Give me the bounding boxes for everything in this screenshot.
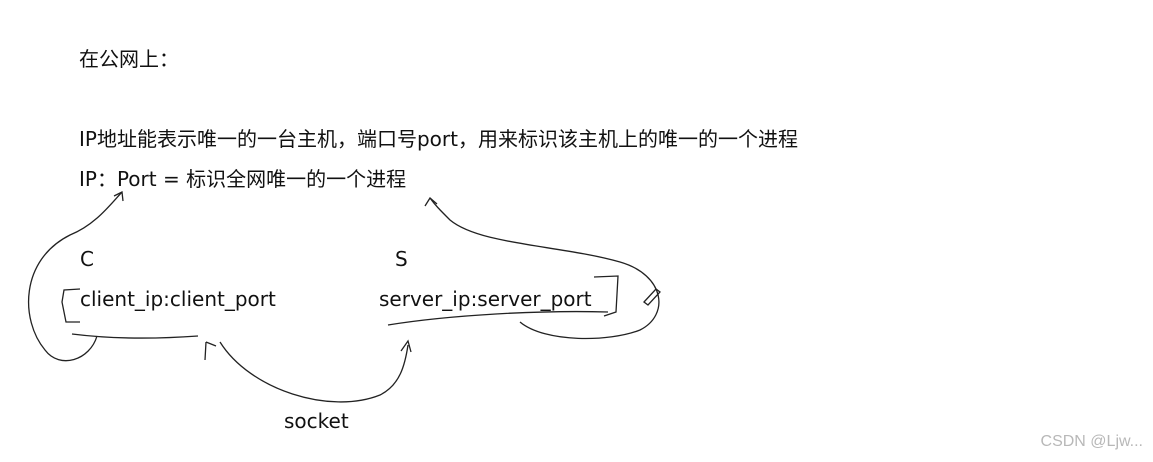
pencil-icon: [643, 288, 661, 306]
heading: 在公网上：: [79, 47, 179, 71]
ip-port-description: IP地址能表示唯一的一台主机，端口号port，用来标识该主机上的唯一的一个进程: [79, 127, 798, 151]
socket-left-arrowhead-icon: [204, 341, 217, 361]
server-loop-arrow: [387, 197, 660, 340]
client-bracket: [61, 288, 81, 323]
server-arrowhead-icon: [424, 197, 438, 207]
watermark: CSDN @Ljw...: [1040, 433, 1143, 450]
client-label: C: [80, 247, 94, 271]
socket-arrow: [219, 341, 409, 403]
server-endpoint: server_ip:server_port: [379, 287, 592, 311]
client-underline: [71, 333, 199, 339]
server-label: S: [395, 247, 408, 271]
client-endpoint: client_ip:client_port: [80, 287, 276, 311]
client-loop-arrow: [28, 191, 123, 362]
ip-port-definition: IP：Port = 标识全网唯一的一个进程: [79, 167, 407, 191]
socket-label: socket: [284, 409, 349, 433]
server-bracket: [593, 275, 619, 317]
socket-right-arrowhead-icon: [400, 339, 412, 353]
client-arrowhead-icon: [113, 191, 124, 202]
